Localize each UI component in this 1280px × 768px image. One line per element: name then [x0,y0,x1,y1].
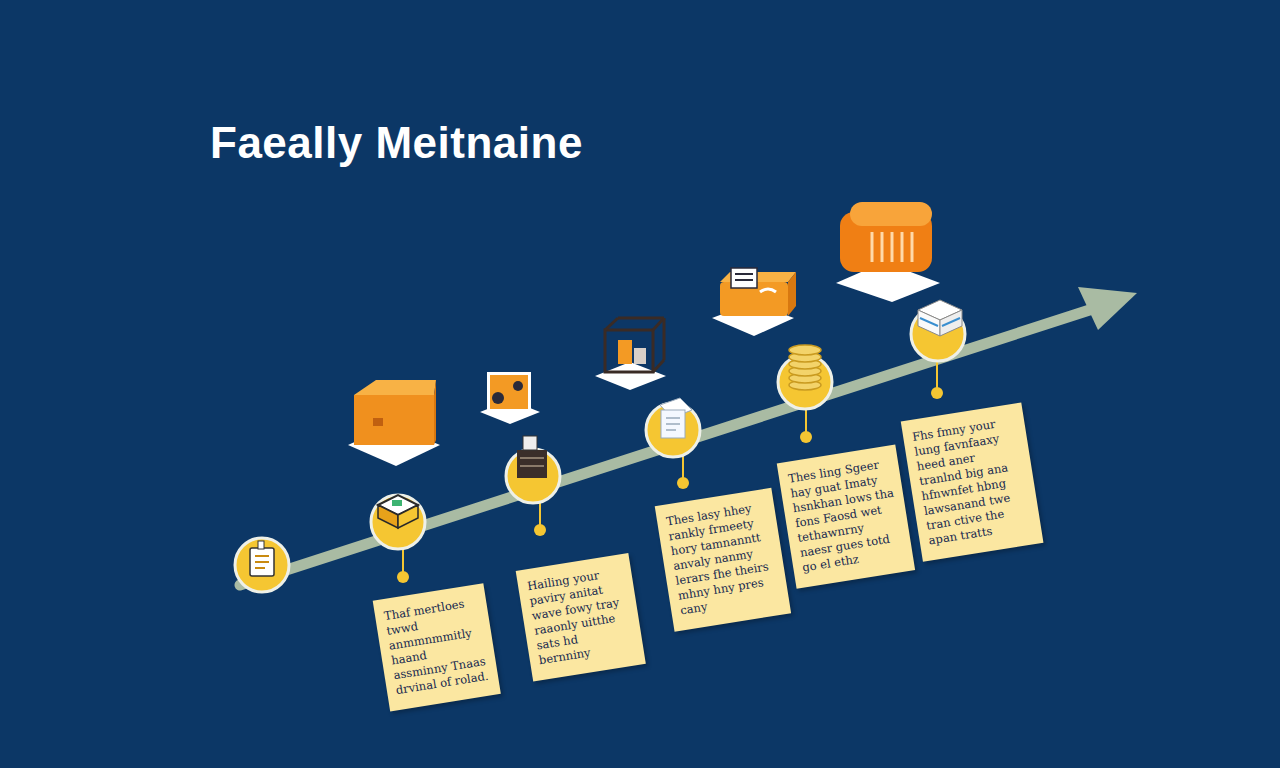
sticky-note: Thes ling Sgeer hay guat Imaty hsnkhan l… [777,445,915,589]
sticky-note: Hailing your paviry anitat wave fowy tra… [516,553,646,681]
sticky-note: Thaf mertloes twwd anmmnmmitly haand ass… [373,583,501,711]
note-text: Fhs fmny your lung favnfaaxy heed aner t… [911,414,1032,548]
note-text: Thes lasy hhey rankly frmeety hory tamna… [665,499,780,618]
note-text: Hailing your paviry anitat wave fowy tra… [526,564,635,668]
sticky-note: Fhs fmny your lung favnfaaxy heed aner t… [901,402,1044,561]
diagram-title: Faeally Meitnaine [210,118,583,168]
note-text: Thes ling Sgeer hay guat Imaty hsnkhan l… [787,456,904,575]
note-text: Thaf mertloes twwd anmmnmmitly haand ass… [383,595,490,698]
sticky-note: Thes lasy hhey rankly frmeety hory tamna… [655,488,791,632]
